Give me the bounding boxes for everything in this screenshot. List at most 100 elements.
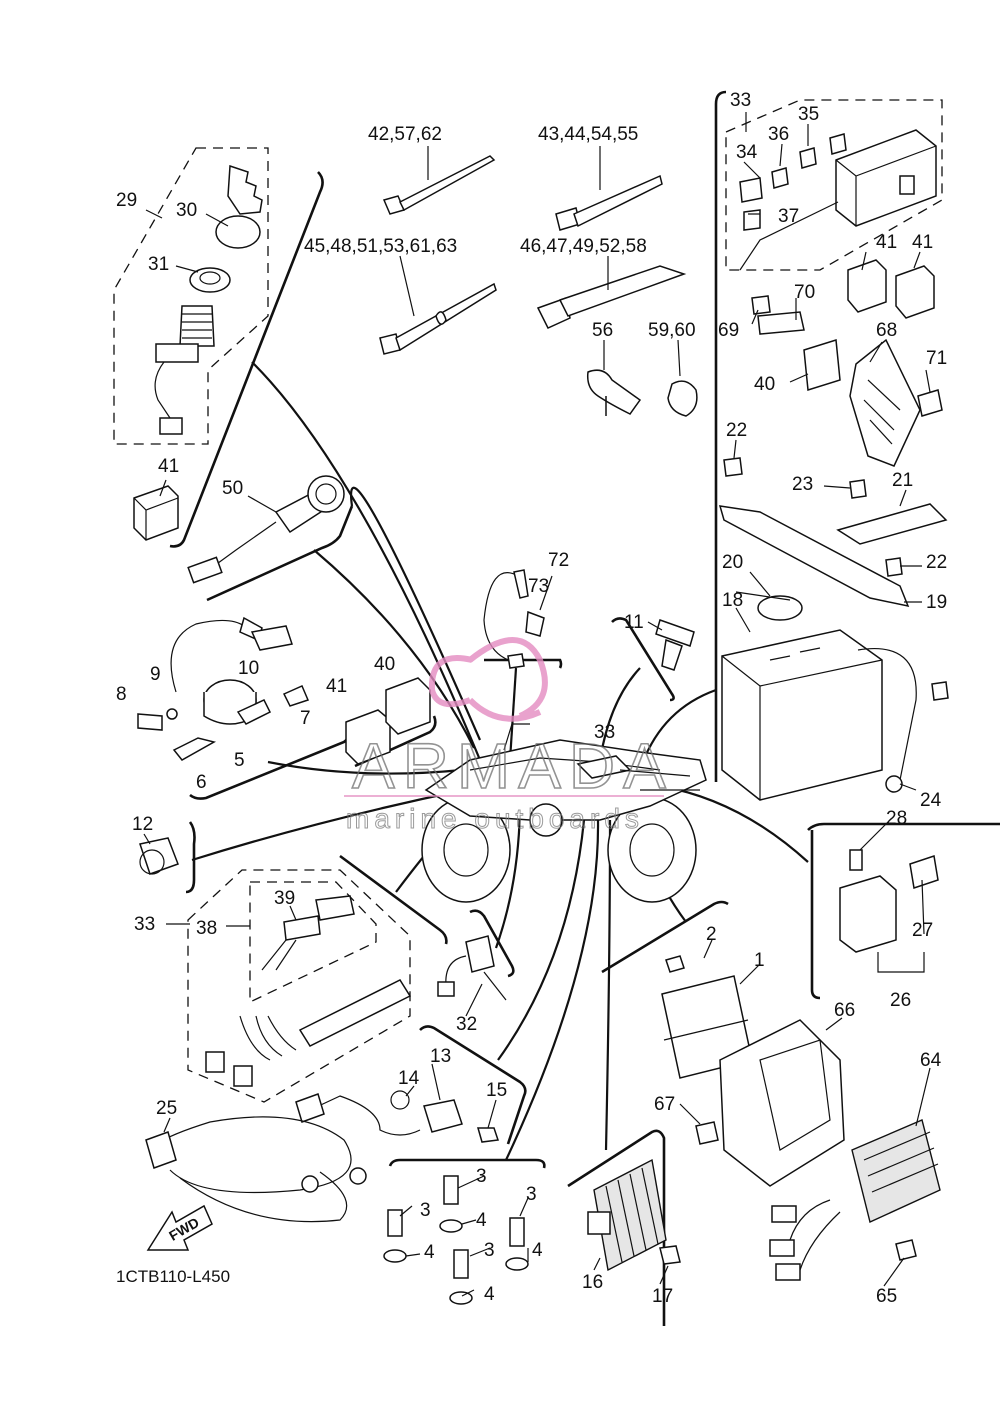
callout-11: 11: [624, 612, 644, 633]
harness-38-39: [205, 895, 412, 1087]
callout-3c: 3: [526, 1184, 537, 1205]
callout-64: 64: [920, 1050, 942, 1071]
plug-panel-outline: [611, 617, 675, 702]
callout-40b: 40: [374, 654, 395, 675]
callout-31: 31: [148, 254, 169, 275]
callout-27: 27: [912, 920, 933, 941]
relay-bracket-68: [751, 259, 943, 467]
tie-panel-outline: [484, 658, 563, 669]
atv-vehicle: [421, 723, 707, 903]
callout-71: 71: [926, 348, 947, 369]
cable-ties: [379, 155, 698, 417]
fwd-arrow-icon: FWD: [146, 1204, 213, 1251]
battery-cable-25: [145, 1116, 367, 1223]
callout-46: 46,47,49,52,58: [520, 236, 647, 257]
harness-panel-outline: [339, 854, 448, 945]
callout-2: 2: [706, 924, 717, 945]
watermark: ARMADA marine outboards: [344, 637, 674, 835]
callout-65: 65: [876, 1286, 897, 1307]
watermark-logo-icon: [428, 637, 548, 722]
bolts-panel-outline: [388, 1158, 546, 1169]
callout-7: 7: [300, 708, 311, 729]
callout-72: 72: [548, 550, 569, 571]
ignition-panel-outline: [169, 171, 324, 548]
callout-5: 5: [234, 750, 245, 771]
callout-34: 34: [736, 142, 758, 163]
callout-35: 35: [798, 104, 819, 125]
callout-3d: 3: [484, 1240, 495, 1261]
callout-41c: 41: [876, 232, 897, 253]
relay-26: [839, 849, 939, 953]
callout-22b: 22: [926, 552, 947, 573]
relays-center: [345, 677, 431, 765]
battery-18: [721, 629, 949, 801]
callout-39: 39: [274, 888, 295, 909]
callout-37: 37: [778, 206, 799, 227]
callout-19: 19: [926, 592, 947, 613]
callout-3b: 3: [420, 1200, 431, 1221]
callout-45: 45,48,51,53,61,63: [304, 236, 457, 257]
ignition-coil: [137, 616, 310, 761]
callout-9: 9: [150, 664, 161, 685]
relay26-panel-outline: [807, 822, 1000, 1000]
reference-code: 1CTB110-L450: [116, 1267, 230, 1286]
ignition-switch: [154, 164, 263, 435]
callout-59: 59,60: [648, 320, 696, 341]
sender-12: [139, 837, 179, 875]
callout-33a: 33: [730, 90, 751, 111]
callout-4c: 4: [532, 1240, 543, 1261]
electrical-box-outline: [714, 90, 727, 782]
sensor-lead-72: [483, 569, 545, 669]
harness-group-38: [187, 869, 411, 1103]
bolts-washers: [383, 1175, 529, 1305]
switch13-panel-outline: [419, 1025, 527, 1145]
callout-67: 67: [654, 1094, 675, 1115]
harness-group-39: [249, 881, 377, 1004]
callout-1: 1: [754, 950, 765, 971]
callout-68: 68: [876, 320, 897, 341]
callout-36: 36: [768, 124, 789, 145]
callout-3a: 3: [476, 1166, 487, 1187]
rectifier-16: [587, 1158, 681, 1272]
dashed-boxes: [113, 99, 943, 1103]
callout-33c: 33: [134, 914, 155, 935]
group-outlines: [169, 90, 1000, 1326]
callout-16: 16: [582, 1272, 603, 1293]
callout-28: 28: [886, 808, 907, 829]
callout-20: 20: [722, 552, 743, 573]
ecu-group: [661, 955, 941, 1281]
coupler-50: [187, 475, 345, 584]
sensor-32: [437, 935, 507, 1001]
spark-plug-11: [655, 619, 695, 671]
relay40-panel-outline: [354, 715, 437, 768]
callout-70: 70: [794, 282, 815, 303]
callout-24: 24: [920, 790, 942, 811]
callout-66: 66: [834, 1000, 855, 1021]
ignition-switch-box: [113, 147, 269, 445]
callout-22a: 22: [726, 420, 747, 441]
callout-17: 17: [652, 1286, 673, 1307]
coil-panel-outline: [189, 729, 350, 800]
callout-6: 6: [196, 772, 207, 793]
callout-69: 69: [718, 320, 739, 341]
callout-10: 10: [238, 658, 259, 679]
callout-12: 12: [132, 814, 153, 835]
switch-13: [295, 1090, 500, 1143]
callout-leaders: [143, 112, 931, 1297]
callout-41a: 41: [158, 456, 179, 477]
watermark-brand: ARMADA: [352, 730, 674, 802]
callout-21: 21: [892, 470, 913, 491]
callout-8: 8: [116, 684, 127, 705]
callout-41b: 41: [326, 676, 347, 697]
callout-33b: 33: [594, 722, 615, 743]
callout-40a: 40: [754, 374, 775, 395]
callout-29: 29: [116, 190, 137, 211]
callout-41d: 41: [912, 232, 933, 253]
callout-32: 32: [456, 1014, 477, 1035]
callout-26: 26: [890, 990, 911, 1011]
callout-42: 42,57,62: [368, 124, 442, 145]
fuse-box: [739, 129, 937, 271]
rectifier-panel-outline: [567, 1129, 666, 1326]
